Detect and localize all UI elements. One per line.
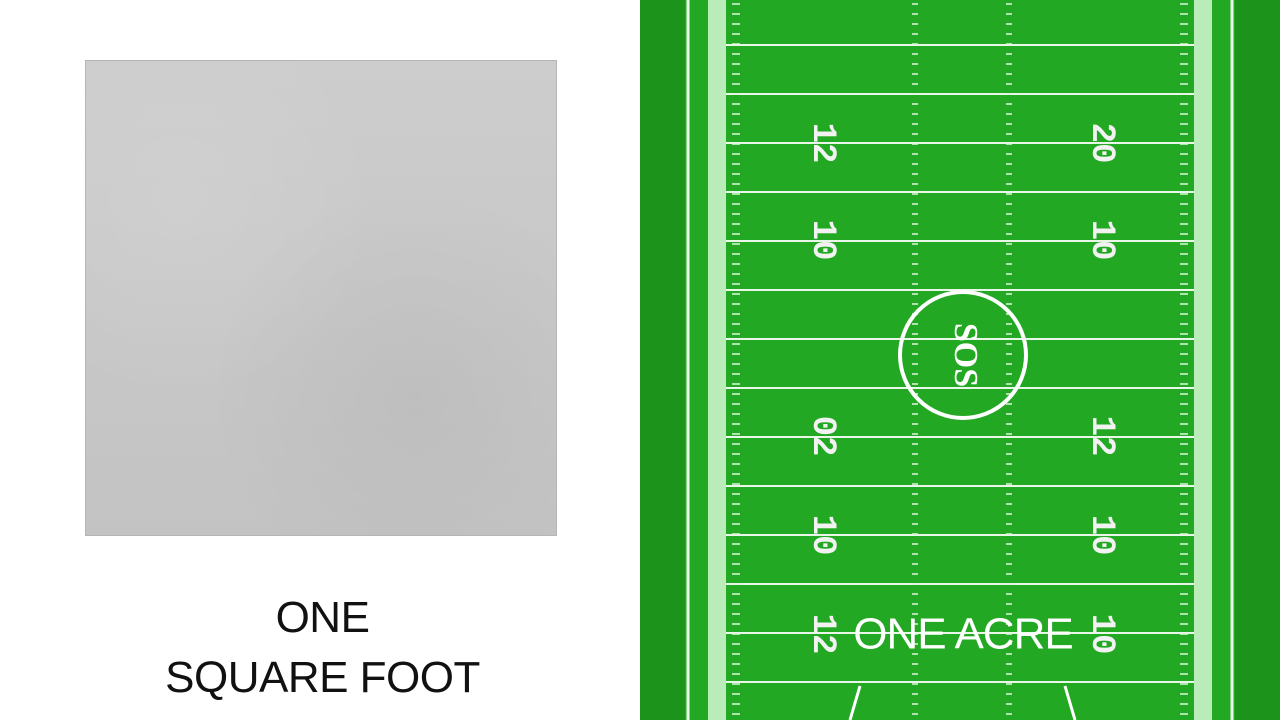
yard-numbers-left: 12 10 02 10 12 <box>803 123 841 655</box>
yard-number: 10 <box>803 220 841 261</box>
yard-lines <box>726 44 1194 683</box>
caption-line-2: SQUARE FOOT <box>165 653 480 702</box>
square-foot-tile <box>85 60 557 536</box>
right-sideline-area <box>1235 0 1280 720</box>
yard-number: 12 <box>803 123 841 164</box>
end-zone-line-right <box>1063 685 1077 720</box>
end-zone-line-left <box>848 685 862 720</box>
yard-numbers-right: 20 10 12 10 10 <box>1082 123 1120 655</box>
yard-number: 12 <box>1082 416 1120 457</box>
left-sideline-area <box>640 0 685 720</box>
field-background <box>640 0 1280 720</box>
left-border-stripe <box>708 0 726 720</box>
football-field-panel: SOS 12 10 02 10 12 20 10 12 10 10 ONE AC… <box>640 0 1280 720</box>
yard-number: 20 <box>1082 123 1120 164</box>
yard-number: 10 <box>803 515 841 556</box>
yard-number: 12 <box>803 614 841 655</box>
center-circle-ring <box>898 290 1028 420</box>
yard-number: 02 <box>803 416 841 457</box>
one-acre-caption: ONE ACRE <box>853 610 1072 659</box>
right-border-stripe <box>1194 0 1212 720</box>
center-circle: SOS <box>898 290 1028 420</box>
football-field: SOS 12 10 02 10 12 20 10 12 10 10 ONE AC… <box>640 0 1280 720</box>
hash-marks <box>732 3 1188 715</box>
square-foot-caption: ONE SQUARE FOOT <box>0 588 645 708</box>
square-foot-panel: ONE SQUARE FOOT <box>85 60 557 702</box>
center-logo-text: SOS <box>947 323 984 387</box>
yard-number: 10 <box>1082 220 1120 261</box>
caption-line-1: ONE <box>275 593 370 642</box>
yard-number: 10 <box>1082 515 1120 556</box>
yard-number: 10 <box>1082 614 1120 655</box>
